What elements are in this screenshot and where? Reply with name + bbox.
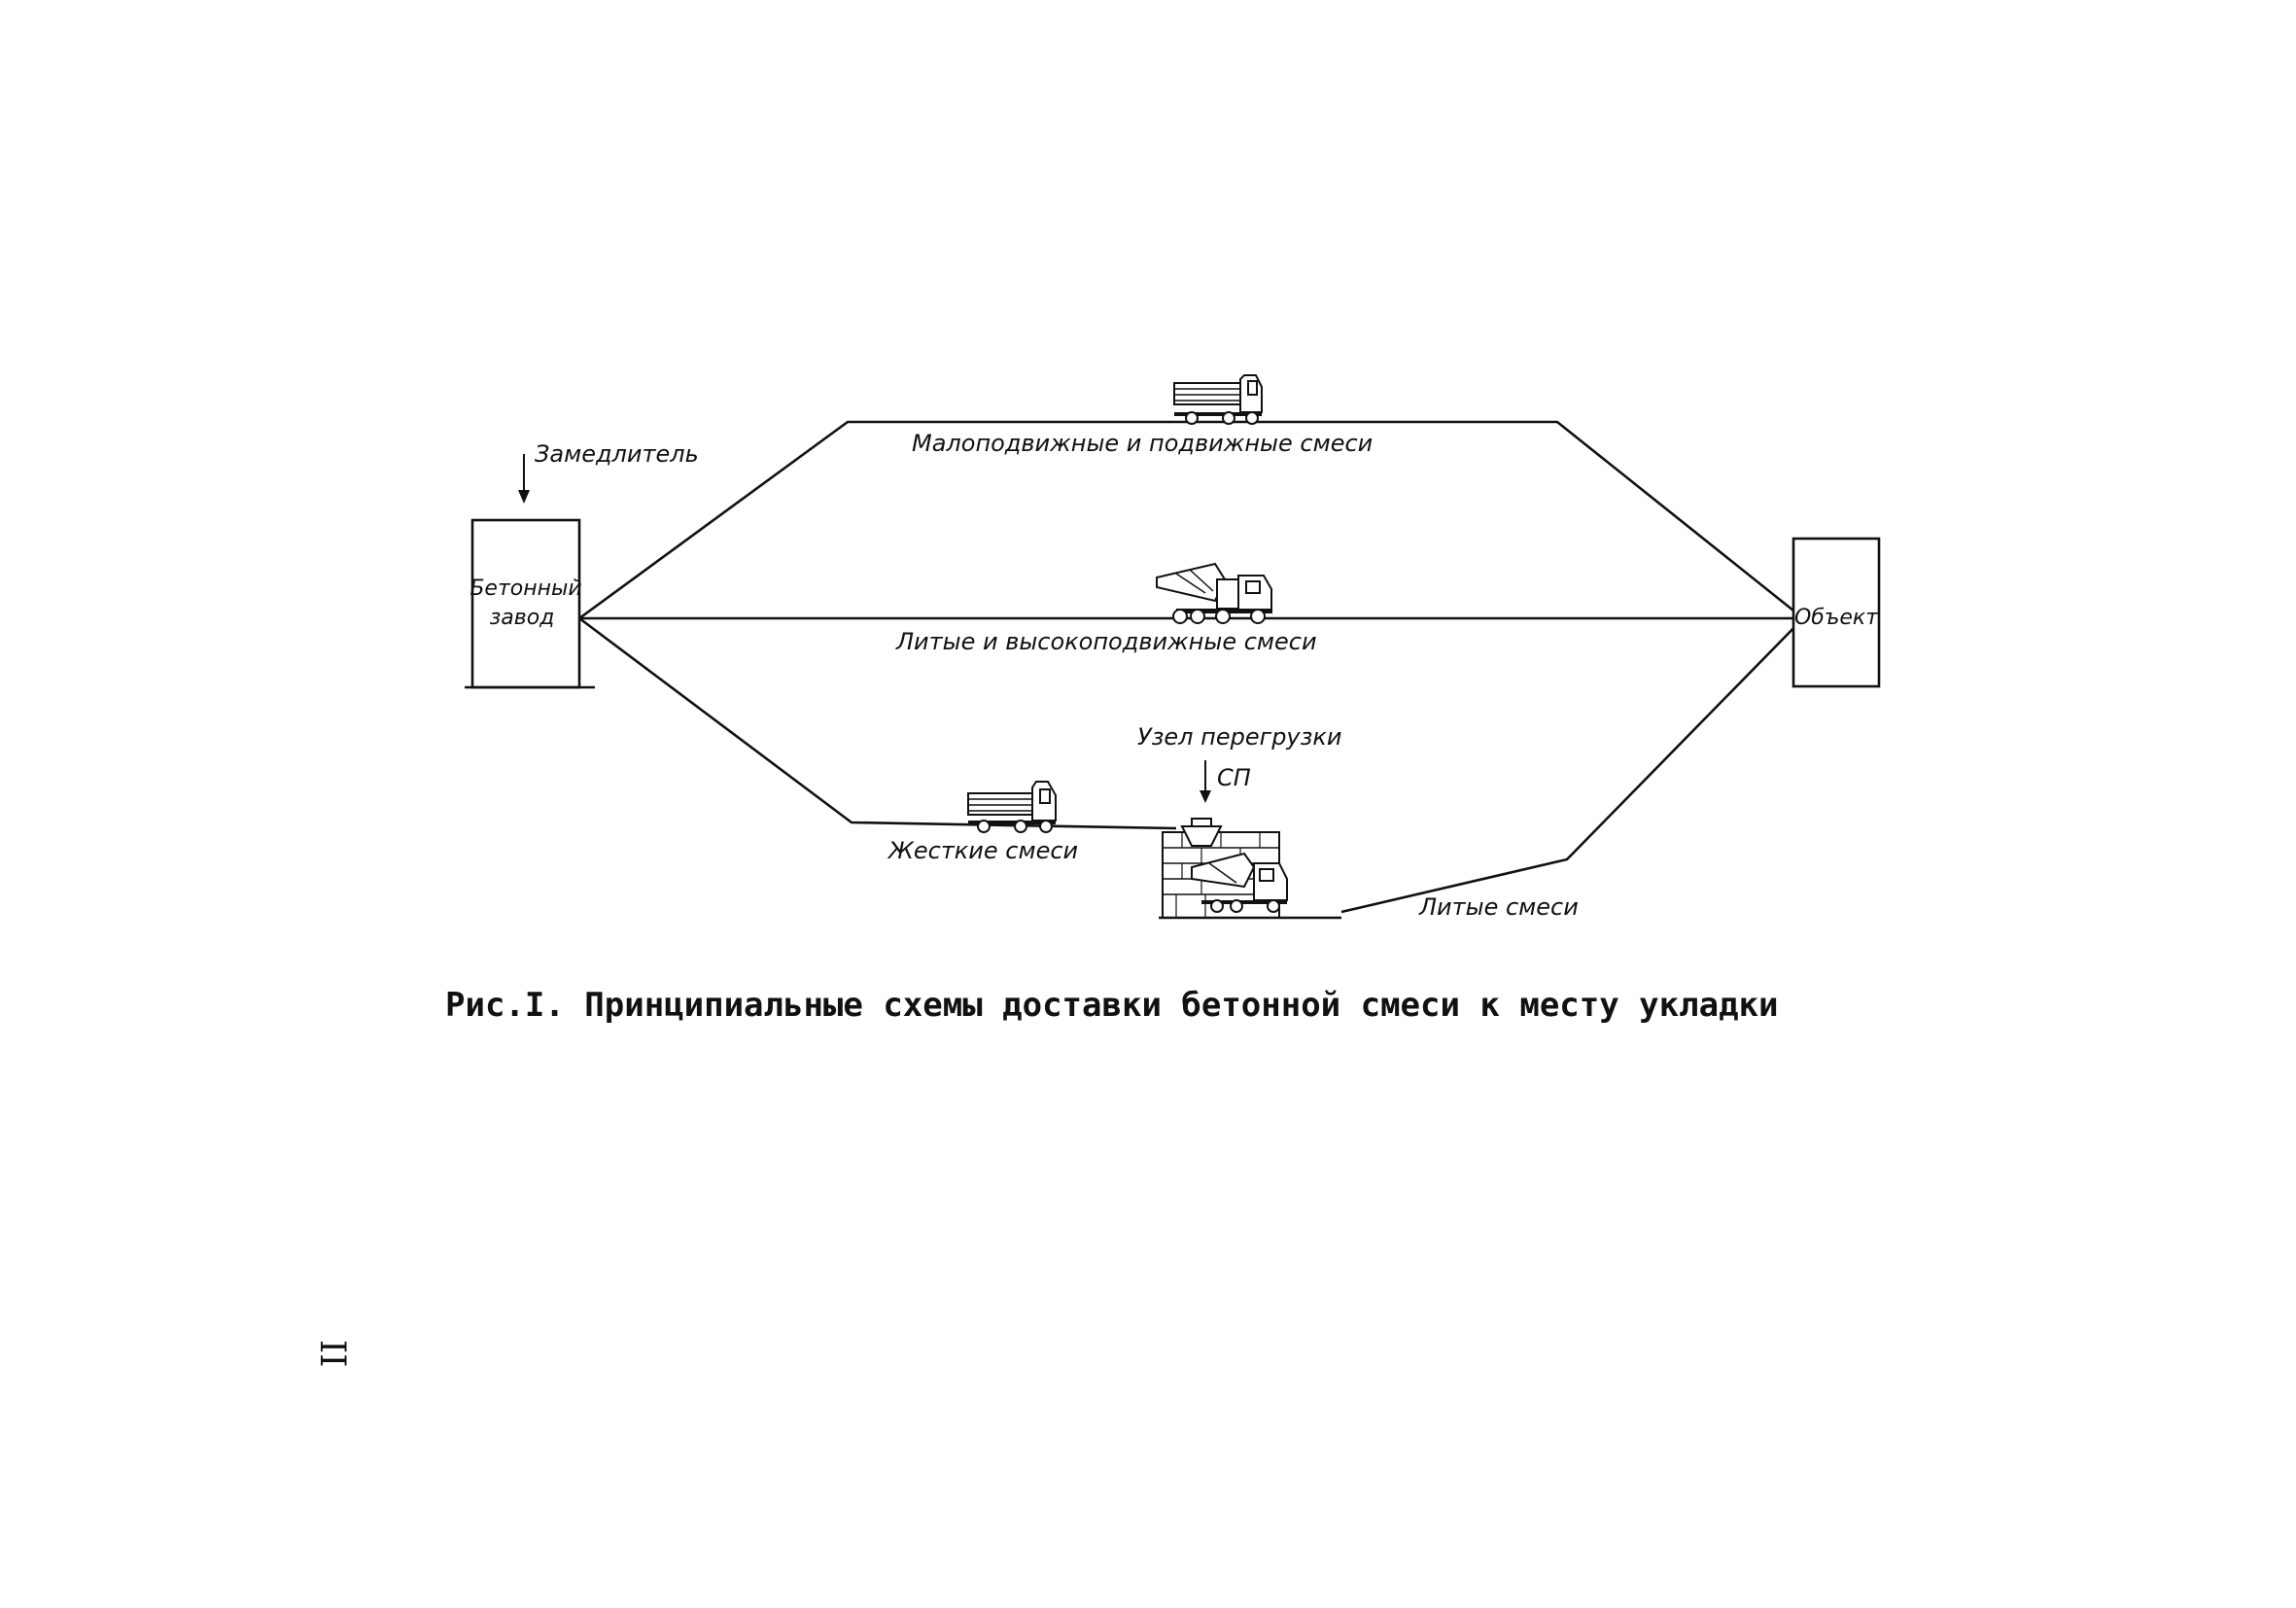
route-bottom-line — [578, 616, 1177, 830]
transfer-station-mixer-icon — [1159, 818, 1341, 920]
object-node: Объект — [1792, 537, 1881, 688]
object-label: Объект — [1794, 606, 1879, 630]
concrete-plant-node: Бетонный завод — [465, 518, 595, 689]
route-top-line — [578, 420, 1804, 620]
figure-caption: Рис.I. Принципиальные схемы доставки бет… — [445, 986, 1779, 1025]
arrow-down-icon — [518, 490, 530, 504]
retarder-label: Замедлитель — [535, 440, 699, 468]
route-top-label: Малоподвижные и подвижные смеси — [912, 430, 1373, 457]
concrete-mixer-truck-icon — [1156, 562, 1272, 624]
page-number: II — [312, 1340, 352, 1368]
route-middle-label: Литые и высокоподвижные смеси — [895, 628, 1317, 655]
sp-label: СП — [1217, 764, 1251, 791]
retarder-input: Замедлитель — [518, 440, 699, 504]
plant-label-line2: завод — [490, 606, 555, 630]
route-bottom-right-label: Литые смеси — [1418, 893, 1579, 921]
sp-input: СП — [1200, 760, 1251, 803]
transfer-node-label: Узел перегрузки — [1137, 723, 1341, 751]
arrow-down-icon — [1200, 790, 1211, 803]
route-bottom-right-line — [1340, 617, 1804, 914]
route-bottom-left-label: Жесткие смеси — [887, 837, 1078, 864]
plant-label-line1: Бетонный — [470, 577, 581, 601]
dump-truck-icon — [1173, 374, 1263, 425]
dump-truck-icon — [967, 781, 1057, 833]
